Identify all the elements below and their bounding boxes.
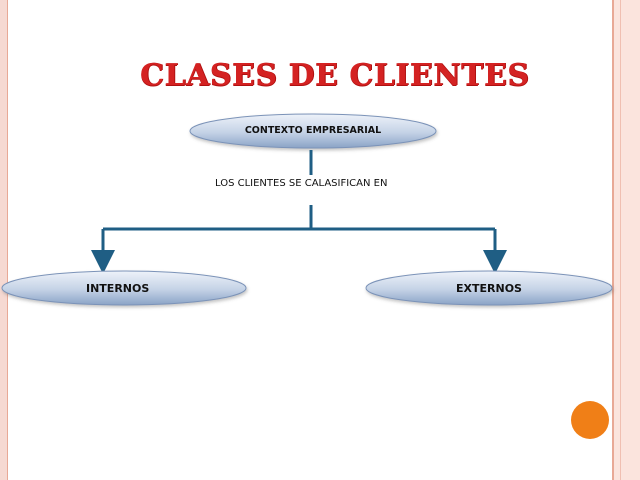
externos-node-label: EXTERNOS — [456, 282, 522, 295]
orange-circle-decoration — [571, 401, 609, 439]
right-border-band — [612, 0, 640, 480]
connector-label: LOS CLIENTES SE CALASIFICAN EN — [215, 178, 388, 189]
right-border-line — [612, 0, 614, 480]
root-node-ellipse — [189, 113, 437, 149]
internos-node-label: INTERNOS — [86, 282, 150, 295]
right-border-line-inner — [620, 0, 621, 480]
externos-node-ellipse — [365, 270, 613, 306]
root-node-label: CONTEXTO EMPRESARIAL — [244, 125, 382, 136]
internos-node-ellipse — [1, 270, 247, 306]
left-border-line — [7, 0, 8, 480]
left-border-band — [0, 0, 7, 480]
